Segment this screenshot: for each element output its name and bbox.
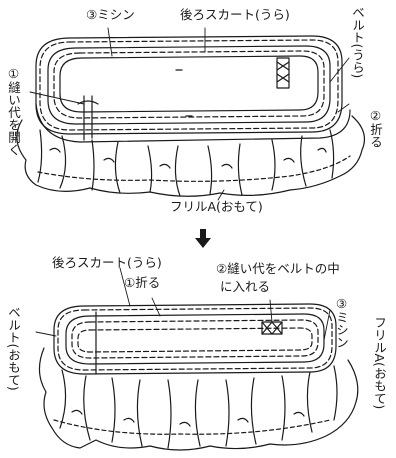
down-arrow-icon: [195, 229, 211, 248]
bottom-label-fold: ①折る: [124, 275, 161, 290]
bottom-belt: [53, 303, 337, 375]
top-label-back-skirt: 後ろスカート(うら): [180, 7, 290, 22]
top-belt: [35, 35, 351, 143]
top-leaders: [29, 27, 350, 201]
top-frill: [16, 115, 365, 197]
top-label-frill: フリルA(おもて): [170, 199, 263, 214]
bottom-label-frill: フリルA(おもて): [372, 316, 387, 410]
bottom-label-back-skirt: 後ろスカート(うら): [52, 255, 162, 270]
bottom-label-tuck-1: ②縫い代をベルトの中: [216, 261, 340, 276]
top-label-fold: ②折る: [368, 108, 383, 148]
top-label-stitch: ③ミシン: [86, 7, 135, 22]
bottom-leaders: [35, 267, 331, 341]
bottom-frill: [38, 347, 359, 451]
bottom-label-belt: ベルト(おもて): [6, 306, 21, 391]
top-label-belt: ベルト(うら): [350, 6, 365, 79]
bottom-label-tuck-2: に入れる: [220, 279, 271, 294]
bottom-label-stitch: ③ミシン: [334, 296, 349, 349]
top-label-open-allowance: ①縫い代を開く: [6, 66, 21, 156]
